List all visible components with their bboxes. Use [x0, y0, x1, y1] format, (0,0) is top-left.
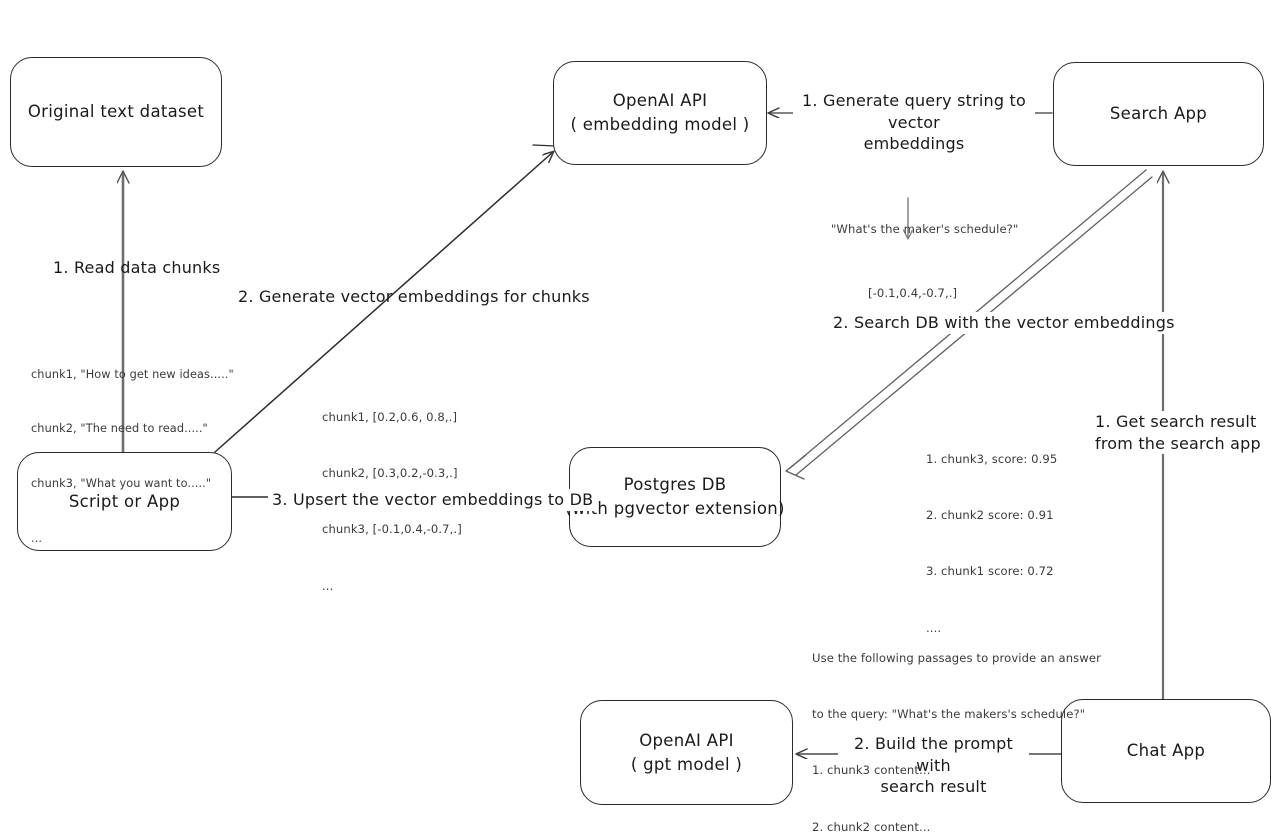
node-label-line2: ( gpt model ): [630, 754, 743, 774]
edge-label-text-line2: from the search app: [1095, 433, 1261, 453]
node-search-app[interactable]: Search App: [1053, 62, 1264, 166]
note-line: [-0.1,0.4,-0.7,.]: [868, 285, 958, 300]
node-label-line2: (with pgvector extension): [565, 499, 785, 518]
node-openai-api-embedding-model[interactable]: OpenAI API ( embedding model ): [553, 61, 767, 165]
note-line: 2. chunk2 score: 0.91: [926, 507, 1054, 522]
note-line: ....: [926, 620, 942, 635]
node-label-line1: OpenAI API: [639, 730, 734, 750]
note-line: 1. chunk3 content...: [812, 763, 931, 778]
edge-label-text-line1: 2. Build the prompt with: [854, 734, 1013, 775]
edge-label-text-line1: 1. Get search result: [1095, 412, 1257, 431]
node-chat-app[interactable]: Chat App: [1061, 699, 1271, 803]
note-line: chunk1, "How to get new ideas.....": [31, 367, 234, 381]
edge-label-upsert-to-db: 3. Upsert the vector embeddings to DB: [268, 489, 598, 511]
edge-label-text: 3. Upsert the vector embeddings to DB: [272, 490, 594, 509]
node-label: Script or App: [68, 491, 181, 511]
edge-label-get-search-result: 1. Get search result from the search app: [1092, 411, 1264, 455]
edge-label-generate-query-string: 1. Generate query string to vector embed…: [793, 90, 1035, 155]
node-openai-api-gpt-model[interactable]: OpenAI API ( gpt model ): [580, 700, 793, 805]
note-line: ...: [322, 578, 334, 593]
edge-label-build-prompt: 2. Build the prompt with search result: [838, 733, 1029, 798]
node-postgres-db[interactable]: Postgres DB (with pgvector extension): [565, 447, 784, 547]
note-line: Use the following passages to provide an…: [812, 650, 1101, 665]
note-line: 3. chunk1 score: 0.72: [926, 564, 1054, 579]
note-prompt-text: Use the following passages to provide an…: [812, 611, 1101, 832]
node-label-line2: ( embedding model ): [570, 115, 750, 134]
node-label: Original text dataset: [27, 102, 205, 122]
note-line: chunk2, "The need to read.....": [31, 422, 208, 436]
node-label-line1: Postgres DB: [623, 475, 727, 495]
node-label-line1: OpenAI API: [612, 91, 708, 111]
node-original-text-dataset[interactable]: Original text dataset: [10, 57, 222, 167]
note-chunk-embeddings: chunk1, [0.2,0.6, 0.8,.] chunk2, [0.3,0.…: [322, 370, 462, 633]
note-query-embedding: [-0.1,0.4,-0.7,.]: [868, 246, 957, 340]
edge-label-text-line2: search result: [880, 777, 987, 797]
note-line: chunk3, "What you want to.....": [31, 477, 212, 491]
node-label: Search App: [1109, 104, 1208, 124]
note-line: chunk1, [0.2,0.6, 0.8,.]: [322, 409, 458, 424]
edge-label-text: 2. Generate vector embeddings for chunks: [238, 287, 590, 306]
edge-label-text: 1. Read data chunks: [53, 258, 221, 277]
note-line: 2. chunk2 content...: [812, 819, 931, 832]
edge-label-text-line2: embeddings: [863, 134, 965, 154]
edge-label-generate-vector-embeddings: 2. Generate vector embeddings for chunks: [238, 286, 590, 308]
edge-label-read-data-chunks: 1. Read data chunks: [53, 257, 220, 279]
node-script-or-app[interactable]: Script or App: [17, 452, 232, 551]
note-chunks-text: chunk1, "How to get new ideas....." chun…: [31, 329, 234, 585]
note-line: 1. chunk3, score: 0.95: [926, 451, 1058, 466]
note-line: chunk3, [-0.1,0.4,-0.7,.]: [322, 522, 462, 537]
note-line: ...: [31, 532, 43, 546]
note-line: "What's the maker's schedule?": [831, 221, 1019, 236]
note-line: chunk2, [0.3,0.2,-0.3,.]: [322, 465, 458, 480]
node-label: Chat App: [1126, 741, 1206, 761]
edge-label-text-line1: 1. Generate query string to vector: [802, 91, 1026, 132]
note-line: to the query: "What's the makers's sched…: [812, 706, 1086, 721]
